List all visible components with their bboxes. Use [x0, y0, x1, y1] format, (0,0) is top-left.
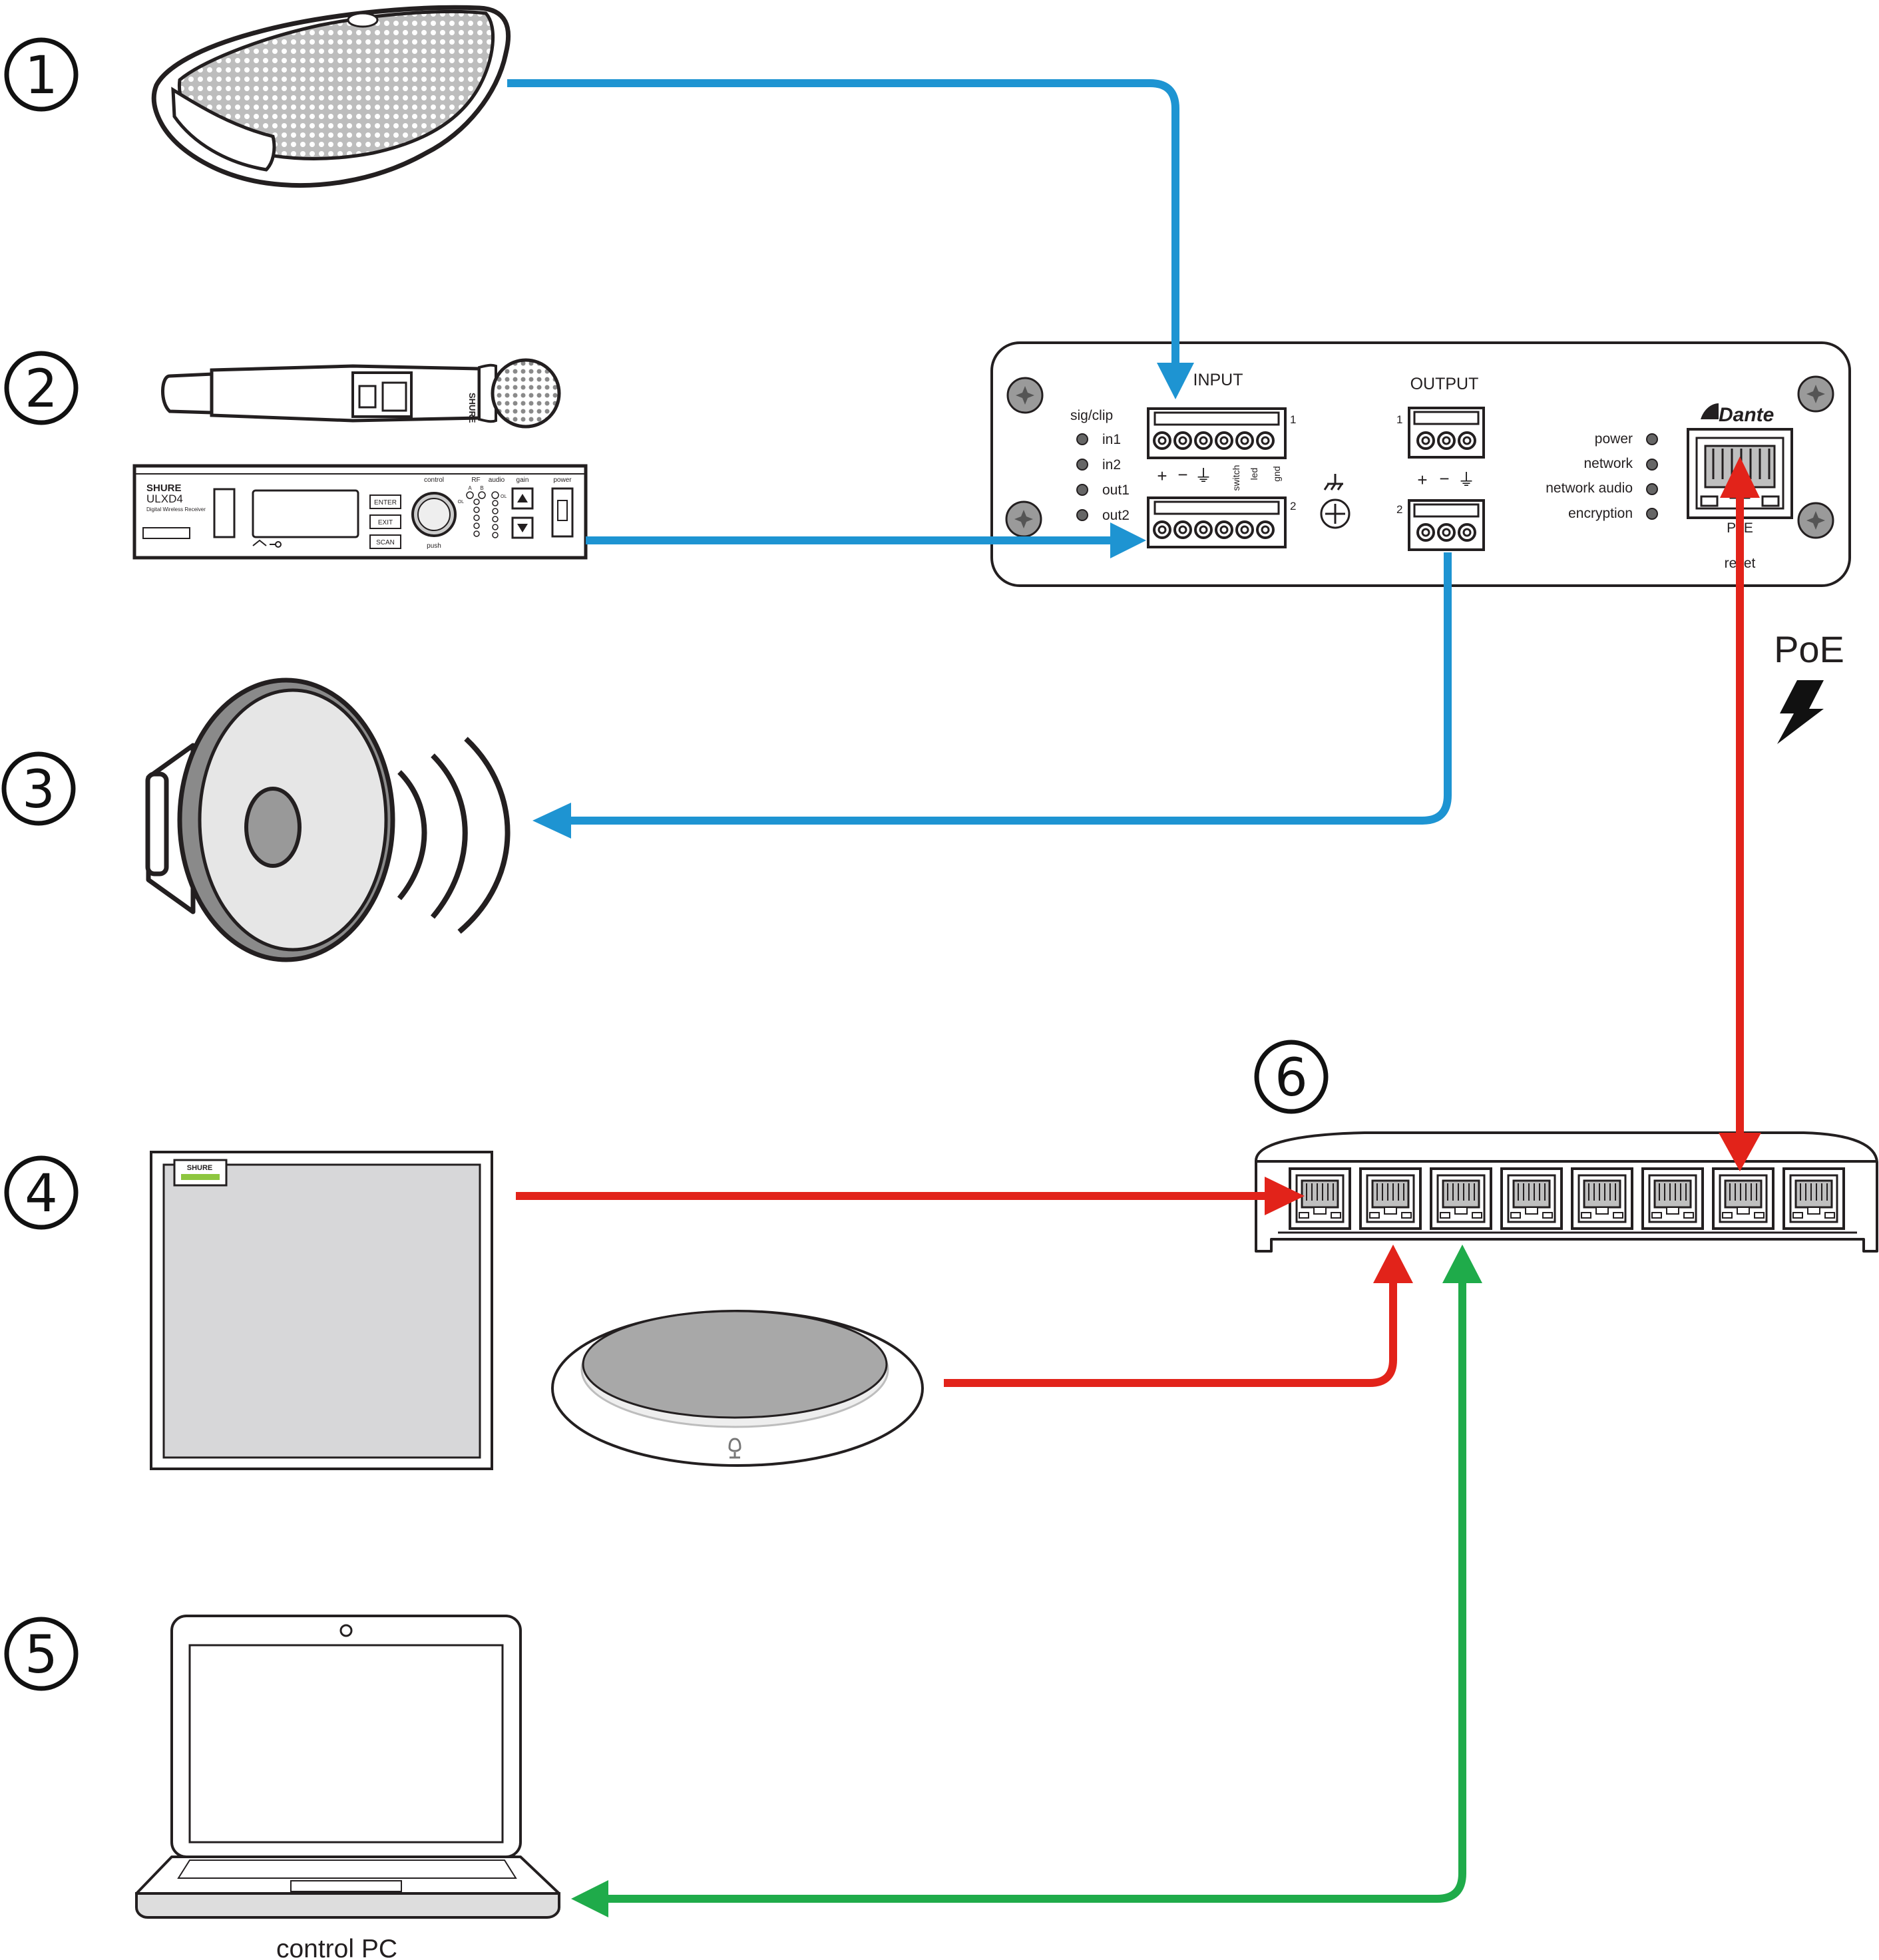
output-title: OUTPUT [1410, 375, 1479, 393]
step-marker-2: 2 [4, 351, 79, 425]
svg-text:3: 3 [22, 760, 55, 820]
svg-text:gnd: gnd [1271, 466, 1282, 481]
svg-text:SCAN: SCAN [376, 539, 395, 546]
boundary-microphone [151, 5, 511, 188]
svg-text:4: 4 [25, 1164, 58, 1224]
svg-text:2: 2 [25, 359, 58, 419]
switch-port-8 [1782, 1167, 1845, 1230]
svg-text:network audio: network audio [1546, 481, 1633, 496]
network-switch [1255, 1131, 1878, 1253]
svg-text:⏚: ⏚ [1195, 467, 1212, 487]
svg-text:gain: gain [517, 477, 529, 484]
svg-text:SHURE: SHURE [187, 1164, 213, 1172]
svg-text:6: 6 [1275, 1048, 1308, 1108]
svg-text:1: 1 [25, 46, 58, 106]
table-array-microphone [551, 1310, 924, 1467]
svg-text:network: network [1583, 456, 1633, 471]
dante-logo: Dante [1701, 403, 1774, 426]
svg-text:RF: RF [471, 477, 480, 484]
step-marker-3: 3 [1, 751, 76, 826]
loudspeaker [145, 678, 511, 962]
svg-text:SHURE: SHURE [467, 393, 477, 423]
svg-text:power: power [1595, 431, 1633, 447]
svg-text:EXIT: EXIT [378, 519, 393, 526]
svg-text:A: A [468, 485, 472, 491]
input-connector-1: 1 [1147, 407, 1296, 459]
svg-text:SHURE: SHURE [146, 483, 182, 494]
svg-text:Dante: Dante [1719, 404, 1774, 426]
svg-text:power: power [553, 477, 572, 484]
sigclip-title: sig/clip [1070, 408, 1113, 423]
svg-text:in1: in1 [1102, 432, 1121, 447]
svg-text:control: control [424, 477, 444, 484]
switch-port-6 [1641, 1167, 1704, 1230]
audio-line-output-to-speaker [532, 552, 1452, 839]
step-marker-5: 5 [4, 1617, 79, 1691]
svg-text:out1: out1 [1102, 483, 1130, 498]
switch-port-3 [1430, 1167, 1492, 1230]
step-marker-6: 6 [1254, 1040, 1329, 1114]
ceiling-array-microphone: SHURE [150, 1151, 493, 1470]
input-connector-2: 2 [1147, 496, 1296, 548]
svg-text:push: push [427, 542, 441, 550]
svg-text:switch: switch [1231, 465, 1241, 491]
svg-text:+: + [1157, 466, 1167, 486]
step-marker-1: 1 [4, 37, 79, 112]
control-pc-label: control PC [276, 1935, 397, 1960]
control-line-switch-to-pc [571, 1245, 1482, 1917]
network-line-ceiling-array-to-switch [516, 1177, 1305, 1215]
switch-port-5 [1571, 1167, 1633, 1230]
svg-text:2: 2 [1396, 503, 1402, 516]
svg-text:Digital Wireless Receiver: Digital Wireless Receiver [146, 506, 206, 512]
svg-text:ENTER: ENTER [374, 499, 397, 506]
switch-port-4 [1500, 1167, 1563, 1230]
svg-text:5: 5 [25, 1625, 58, 1685]
output-connector-1: 1 [1396, 407, 1485, 459]
svg-text:out2: out2 [1102, 508, 1130, 523]
dante-network-interface: sig/clip in1 in2 out1 out2 INPUT 1 2 + −… [990, 341, 1851, 587]
switch-port-2 [1359, 1167, 1422, 1230]
step-marker-4: 4 [4, 1155, 79, 1230]
network-line-table-mic-to-switch [944, 1245, 1413, 1387]
output-connector-2: 2 [1396, 499, 1485, 551]
svg-text:2: 2 [1290, 500, 1296, 512]
svg-text:1: 1 [1396, 413, 1402, 426]
svg-text:B: B [480, 485, 483, 491]
svg-text:OL: OL [458, 500, 464, 504]
chassis-ground-terminal [1320, 474, 1351, 529]
control-pc-laptop: control PC [135, 1615, 560, 1960]
svg-text:in2: in2 [1102, 457, 1121, 473]
lightning-icon [1777, 680, 1824, 744]
svg-text:−: − [1439, 469, 1449, 489]
wireless-receiver: SHURE ULXD4 Digital Wireless Receiver EN… [132, 464, 588, 560]
audio-line-mic-to-input1 [507, 79, 1194, 399]
svg-text:audio: audio [489, 477, 505, 484]
input-title: INPUT [1193, 371, 1243, 389]
svg-text:OL: OL [501, 494, 507, 499]
svg-text:ULXD4: ULXD4 [146, 492, 183, 505]
svg-text:+: + [1417, 470, 1427, 490]
connection-lines [507, 79, 1761, 1917]
audio-line-receiver-to-input2 [586, 522, 1146, 558]
svg-text:1: 1 [1290, 413, 1296, 426]
handheld-wireless-microphone: SHURE [161, 358, 561, 429]
svg-text:encryption: encryption [1568, 506, 1633, 521]
svg-text:−: − [1177, 465, 1187, 485]
svg-text:led: led [1249, 468, 1259, 481]
poe-label: PoE [1774, 628, 1844, 670]
switch-port-7 [1712, 1167, 1775, 1230]
network-line-dante-to-switch [1719, 457, 1761, 1171]
svg-text:⏚: ⏚ [1458, 471, 1475, 490]
